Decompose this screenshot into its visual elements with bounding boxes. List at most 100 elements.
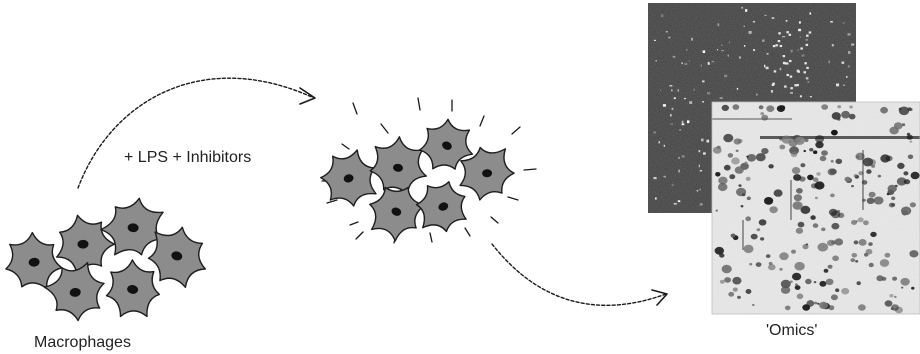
gel-spot [806,243,808,245]
blot-dot [697,190,699,192]
blot-dot [808,81,810,83]
gel-spot [826,279,834,285]
gel-spot [855,260,858,263]
blot-dot [660,90,661,91]
gel-spot [813,177,819,182]
blot-dot [699,165,700,168]
blot-dot [804,62,807,64]
blot-dot [753,49,755,51]
blot-dot [699,150,701,152]
blot-dot [848,65,850,67]
gel-spot [895,185,898,187]
gel-spot [894,296,897,298]
gel-spot [802,304,810,310]
blot-dot [678,157,679,159]
gel-spot [909,250,918,257]
gel-spot [880,107,888,114]
blot-dot [790,87,793,89]
gel-spot [737,296,741,299]
gel-spot [831,160,834,163]
activation-ray [524,169,536,170]
gel-spot [907,135,913,140]
activation-ray [430,233,432,242]
blot-dot [778,40,781,42]
blot-dot [682,121,684,124]
macrophage-cell [370,137,426,195]
gel-spot [769,206,777,213]
blot-dot [701,139,704,142]
gel-spot [745,162,748,165]
blot-dot [687,120,689,123]
gel-spot [900,278,909,286]
gel-spot [796,188,803,194]
gel-spot [813,150,817,154]
gel-spot [911,172,920,179]
blot-dot [701,65,702,67]
gel-spot [724,165,730,170]
blot-dot [700,170,702,171]
gel-spot [747,197,751,201]
gel-streak [742,220,744,250]
blot-dot [771,90,773,93]
gel-spot [804,138,808,142]
gel-spot [868,242,872,246]
blot-dot [686,49,687,50]
gel-spot [728,153,733,158]
gel-spot [880,154,890,162]
gel-spot [779,268,782,271]
blot-dot [802,55,805,57]
blot-dot [780,68,782,70]
gel-spot [752,304,755,306]
gel-spot [713,147,722,154]
blot-dot [767,53,769,54]
gel-spot [746,156,748,158]
blot-dot [721,45,722,46]
gel-spot [897,163,904,169]
activation-ray [342,144,349,149]
blot-dot [775,44,778,46]
gel-spot [731,234,736,238]
blot-dot [806,77,809,79]
treatment-label: + LPS + Inhibitors [124,149,251,166]
blot-dot [729,41,730,43]
gel-streak [862,150,864,210]
blot-dot [778,32,781,34]
macrophage-cluster-activated [321,119,514,241]
blot-dot [653,132,656,134]
gel-spot [779,105,785,110]
gel-spot [831,294,838,300]
gel-spot [793,174,801,181]
blot-dot [737,88,738,90]
gel-spot [724,277,731,283]
blot-dot [753,21,755,23]
gel-spot [901,287,903,289]
blot-dot [718,23,720,26]
activation-ray [327,200,337,203]
gel-spot [889,203,895,208]
gel-spot [741,205,744,207]
blot-dot [842,62,845,64]
activation-ray [465,228,470,236]
blot-dot [741,7,743,9]
blot-dot [790,76,793,78]
gel-spot [715,172,720,177]
gel-spot [855,220,858,222]
gel-spot [819,302,828,309]
gel-spot [832,255,839,261]
blot-dot [790,92,793,94]
activation-ray [353,103,357,114]
gel-spot [821,228,825,232]
gel-spot [757,228,761,231]
gel-spot [891,197,895,201]
gel-spot [766,254,771,258]
blot-dot [794,84,797,86]
gel-spot [768,164,773,168]
gel-spot [857,281,861,285]
gel-spot [759,219,767,225]
blot-dot [744,45,745,47]
blot-dot [806,44,809,46]
blot-dot [672,108,674,110]
omics-label: 'Omics' [766,322,817,339]
gel-spot [785,306,791,311]
blot-dot [843,22,846,23]
